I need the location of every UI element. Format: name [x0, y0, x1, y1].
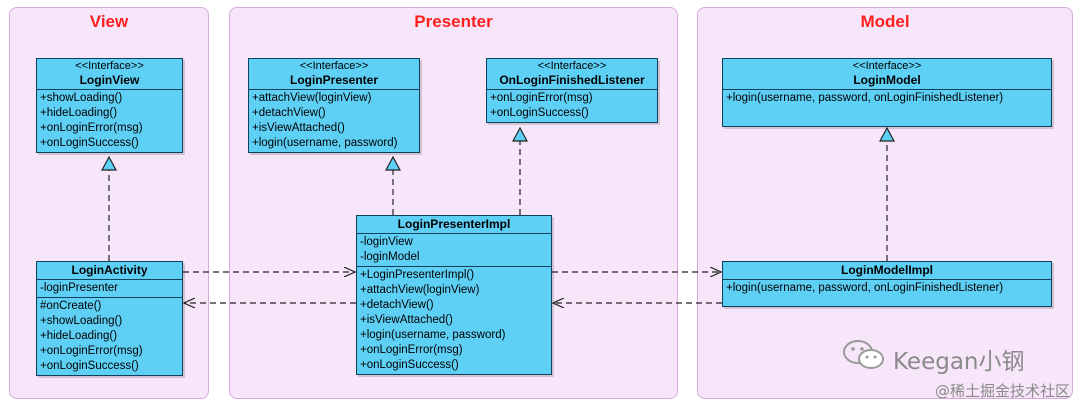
model-package-title: Model — [860, 12, 910, 31]
methods-section: +attachView(loginView) +detachView() +is… — [249, 90, 419, 152]
method: +isViewAttached() — [252, 122, 345, 134]
method: +hideLoading() — [40, 107, 118, 119]
view-package-title: View — [89, 12, 129, 31]
realization-triangle — [511, 126, 529, 142]
method: +onLoginSuccess() — [490, 107, 589, 119]
login-activity-header: LoginActivity — [37, 262, 182, 280]
methods-section: +LoginPresenterImpl() +attachView(loginV… — [357, 267, 551, 374]
field: -loginView — [360, 236, 413, 248]
fields-section: -loginView -loginModel — [357, 234, 551, 267]
realization-triangle — [100, 155, 118, 171]
class-name: LoginModelImpl — [841, 263, 933, 277]
stereotype-label: <<Interface>> — [75, 60, 144, 72]
class-name: LoginPresenter — [289, 73, 379, 87]
method: +onLoginError(msg) — [360, 344, 463, 356]
class-name: LoginPresenterImpl — [397, 217, 511, 231]
methods-section: +login(username, password, onLoginFinish… — [723, 280, 1051, 306]
login-view-interface[interactable]: <<Interface>> LoginView +showLoading() +… — [36, 58, 183, 153]
method: +onLoginError(msg) — [40, 345, 143, 357]
login-activity-class[interactable]: LoginActivity -loginPresenter #onCreate(… — [36, 261, 183, 376]
method: +login(username, password) — [360, 329, 506, 341]
stereotype-label: <<Interface>> — [537, 60, 607, 72]
class-name: LoginModel — [853, 73, 921, 87]
login-presenter-impl-header: LoginPresenterImpl — [357, 216, 551, 234]
method: +login(username, password) — [252, 137, 398, 149]
stereotype-label: <<Interface>> — [852, 60, 922, 72]
method: +hideLoading() — [40, 330, 118, 342]
method: +showLoading() — [40, 315, 123, 327]
watermark-author: Keegan小钢 — [893, 349, 1025, 375]
methods-section: +showLoading() +hideLoading() +onLoginEr… — [37, 90, 182, 152]
class-name: LoginView — [79, 73, 140, 87]
method: +login(username, password, onLoginFinish… — [726, 92, 1004, 104]
methods-section: #onCreate() +showLoading() +hideLoading(… — [37, 298, 182, 375]
login-model-impl-class[interactable]: LoginModelImpl +login(username, password… — [722, 261, 1052, 307]
on-login-finished-listener-interface[interactable]: <<Interface>> OnLoginFinishedListener +o… — [486, 58, 658, 123]
class-name: OnLoginFinishedListener — [499, 73, 645, 87]
method: +detachView() — [360, 299, 434, 311]
method: +onLoginSuccess() — [40, 137, 139, 149]
method: +onLoginError(msg) — [40, 122, 143, 134]
method: +showLoading() — [40, 92, 123, 104]
class-name: LoginActivity — [71, 263, 148, 277]
method: +onLoginError(msg) — [490, 92, 593, 104]
on-login-finished-listener-header: <<Interface>> OnLoginFinishedListener — [487, 59, 657, 90]
login-presenter-header: <<Interface>> LoginPresenter — [249, 59, 419, 90]
realization-triangle — [384, 155, 402, 171]
method: +attachView(loginView) — [252, 92, 372, 104]
watermark-site: @稀土掘金技术社区 — [935, 382, 1071, 400]
login-presenter-interface[interactable]: <<Interface>> LoginPresenter +attachView… — [248, 58, 420, 153]
login-model-interface[interactable]: <<Interface>> LoginModel +login(username… — [722, 58, 1052, 127]
methods-section: +login(username, password, onLoginFinish… — [723, 90, 1051, 126]
fields-section: -loginPresenter — [37, 280, 182, 298]
watermark-logo — [842, 338, 886, 376]
presenter-package-title: Presenter — [414, 12, 493, 31]
login-presenter-impl-class[interactable]: LoginPresenterImpl -loginView -loginMode… — [356, 215, 552, 375]
methods-section: +onLoginError(msg) +onLoginSuccess() — [487, 90, 657, 122]
stereotype-label: <<Interface>> — [299, 60, 369, 72]
field: -loginModel — [360, 251, 420, 263]
method: #onCreate() — [40, 300, 102, 312]
method: +isViewAttached() — [360, 314, 453, 326]
login-model-impl-header: LoginModelImpl — [723, 262, 1051, 280]
method: +LoginPresenterImpl() — [360, 269, 475, 281]
realization-triangle — [878, 126, 896, 142]
method: +onLoginSuccess() — [360, 359, 459, 371]
method: +attachView(loginView) — [360, 284, 480, 296]
field: -loginPresenter — [40, 282, 118, 294]
wechat-icon — [843, 340, 884, 369]
method: +login(username, password, onLoginFinish… — [726, 282, 1004, 294]
login-model-header: <<Interface>> LoginModel — [723, 59, 1051, 90]
login-view-header: <<Interface>> LoginView — [37, 59, 182, 90]
method: +detachView() — [252, 107, 326, 119]
method: +onLoginSuccess() — [40, 360, 139, 372]
